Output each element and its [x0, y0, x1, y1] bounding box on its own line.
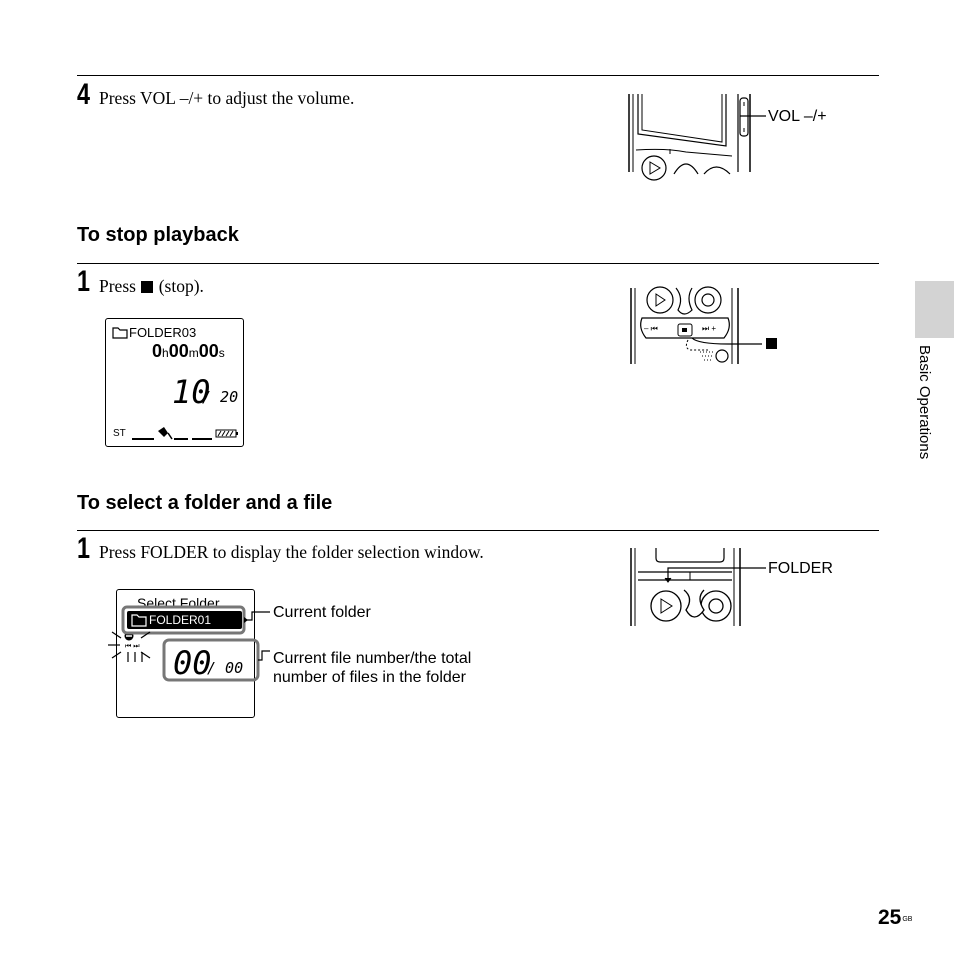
time-seconds: 00	[198, 341, 219, 361]
time-hours: 0	[152, 341, 163, 361]
lcd-folder-highlight	[127, 611, 242, 629]
folder-icon	[112, 327, 128, 339]
callout-folder-button: FOLDER	[768, 560, 833, 577]
page-number-suffix: GB	[902, 916, 913, 923]
stop-icon	[141, 281, 154, 293]
callout-file-number-line2: number of files in the folder	[273, 669, 466, 686]
page-number-value: 25	[878, 906, 902, 929]
heading-stop-playback: To stop playback	[77, 224, 239, 246]
section-tab	[915, 281, 954, 338]
time-hours-unit: h	[162, 346, 169, 360]
side-section-label-text: Basic Operations	[916, 345, 933, 460]
time-minutes-unit: m	[188, 346, 199, 360]
lcd-bottom-indicators	[132, 427, 238, 440]
section-rule-folder	[77, 530, 879, 531]
step-instruction-stop: Press (stop).	[99, 276, 204, 296]
lcd-total-files: / 20	[202, 388, 239, 406]
lcd-folder-name: FOLDER03	[129, 325, 197, 340]
step-number-stop: 1	[77, 265, 91, 298]
svg-text:– ⏮: – ⏮	[644, 324, 658, 333]
step-instruction-folder: Press FOLDER to display the folder selec…	[99, 542, 484, 562]
lcd-elapsed-time: 0h00m00s	[152, 340, 225, 364]
callout-file-number-line1: Current file number/the total	[273, 650, 472, 667]
instruction-stop-pre: Press	[99, 276, 136, 296]
folder-icon-selected	[131, 614, 147, 627]
lcd-folder-file-number: 00	[173, 644, 212, 682]
time-seconds-unit: s	[218, 346, 225, 360]
device-folder-illustration	[630, 548, 766, 626]
step-number-folder: 1	[77, 532, 91, 565]
step-number-volume: 4	[77, 78, 91, 111]
time-minutes: 00	[168, 341, 189, 361]
svg-text:⏭ +: ⏭ +	[702, 324, 716, 333]
lcd-file-number: 10	[172, 373, 211, 411]
device-stop-illustration: – ⏮ ⏭ +	[630, 286, 777, 364]
lcd-folder-total-files: / 00	[207, 659, 244, 677]
lcd-mode: ST	[113, 428, 126, 439]
lcd-display-stopped: FOLDER03 0h00m00s 10 / 20 ST	[105, 318, 244, 447]
lcd-selected-folder-name: FOLDER01	[149, 613, 212, 627]
instruction-stop-post: (stop).	[158, 276, 204, 296]
device-volume-illustration	[628, 94, 766, 181]
svg-text:⏮ ⏭: ⏮ ⏭	[125, 643, 140, 650]
heading-select-folder: To select a folder and a file	[77, 492, 333, 514]
step-instruction-volume: Press VOL –/+ to adjust the volume.	[99, 88, 355, 108]
section-rule-volume	[77, 75, 879, 76]
page-number: 25GB	[878, 906, 912, 930]
side-section-label: Basic Operations	[915, 345, 933, 490]
section-rule-stop	[77, 263, 879, 264]
callout-vol: VOL –/+	[768, 108, 827, 125]
callout-current-folder: Current folder	[273, 604, 371, 621]
